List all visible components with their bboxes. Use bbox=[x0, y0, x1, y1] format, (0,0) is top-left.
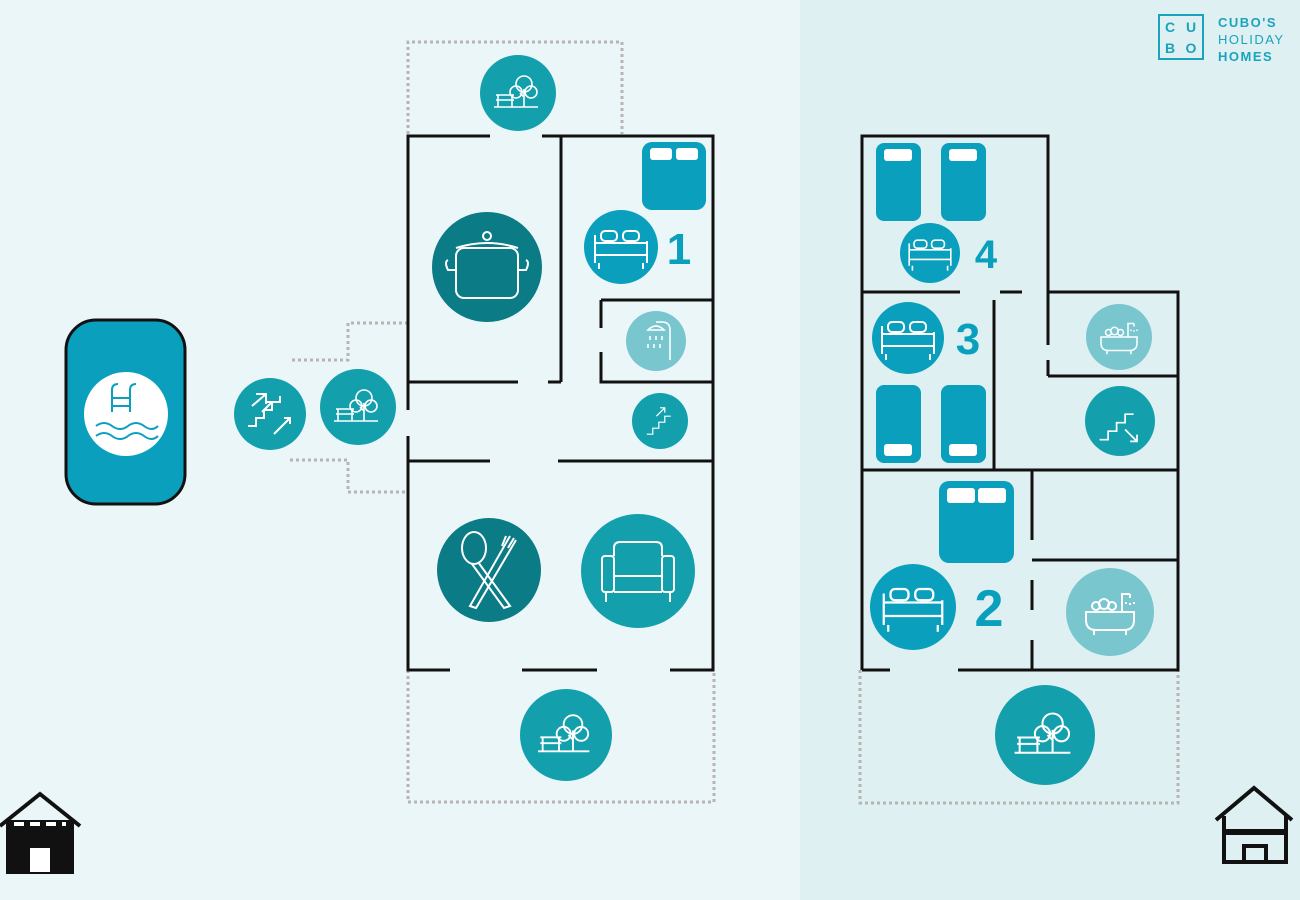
ground-floor-walls bbox=[406, 134, 715, 672]
pot-icon bbox=[432, 212, 542, 322]
garden-icon bbox=[995, 685, 1095, 785]
upper-floor-walls bbox=[860, 134, 1180, 672]
bedroom-4-number: 4 bbox=[975, 233, 998, 277]
logo-line-2: HOLIDAY bbox=[1218, 32, 1285, 47]
logo-wordmark: CUBO'S HOLIDAY HOMES bbox=[1218, 14, 1285, 65]
pool-icon bbox=[84, 372, 168, 456]
single-bed-icon bbox=[876, 143, 921, 221]
single-bed-icon bbox=[941, 143, 986, 221]
stairs-updown-icon bbox=[234, 378, 306, 450]
bed-icon bbox=[584, 210, 658, 284]
bed-icon bbox=[872, 302, 944, 374]
cutlery-icon bbox=[437, 518, 541, 622]
garden-icon bbox=[320, 369, 396, 445]
logo-letter: O bbox=[1185, 39, 1198, 56]
outdoor-areas bbox=[290, 40, 1180, 805]
house-ground-floor-icon bbox=[0, 791, 82, 874]
double-bed-icon bbox=[939, 481, 1014, 563]
logo-line-1: CUBO'S bbox=[1218, 15, 1278, 30]
logo-letter: B bbox=[1164, 39, 1177, 56]
bathtub-icon bbox=[1066, 568, 1154, 656]
stairs-down-icon bbox=[1085, 386, 1155, 456]
logo-letter: C bbox=[1164, 18, 1177, 35]
bed-icon bbox=[870, 564, 956, 650]
single-bed-icon bbox=[876, 385, 921, 463]
bedroom-2-number: 2 bbox=[975, 580, 1004, 638]
single-bed-icon bbox=[941, 385, 986, 463]
double-bed-icon bbox=[642, 142, 706, 210]
stairs-up-icon bbox=[632, 393, 688, 449]
logo-letter: U bbox=[1185, 18, 1198, 35]
garden-icon bbox=[520, 689, 612, 781]
bed-icon bbox=[900, 223, 960, 283]
logo-line-3: HOMES bbox=[1218, 49, 1274, 64]
bathtub-icon bbox=[1086, 304, 1152, 370]
shower-icon bbox=[626, 311, 686, 371]
garden-icon bbox=[480, 55, 556, 131]
sofa-icon bbox=[581, 514, 695, 628]
bedroom-1-number: 1 bbox=[667, 225, 691, 274]
logo-monogram: C U B O bbox=[1158, 14, 1204, 60]
house-upper-floor-icon bbox=[1214, 785, 1294, 864]
brand-logo: C U B O CUBO'S HOLIDAY HOMES bbox=[1158, 14, 1298, 66]
bedroom-3-number: 3 bbox=[956, 315, 980, 364]
